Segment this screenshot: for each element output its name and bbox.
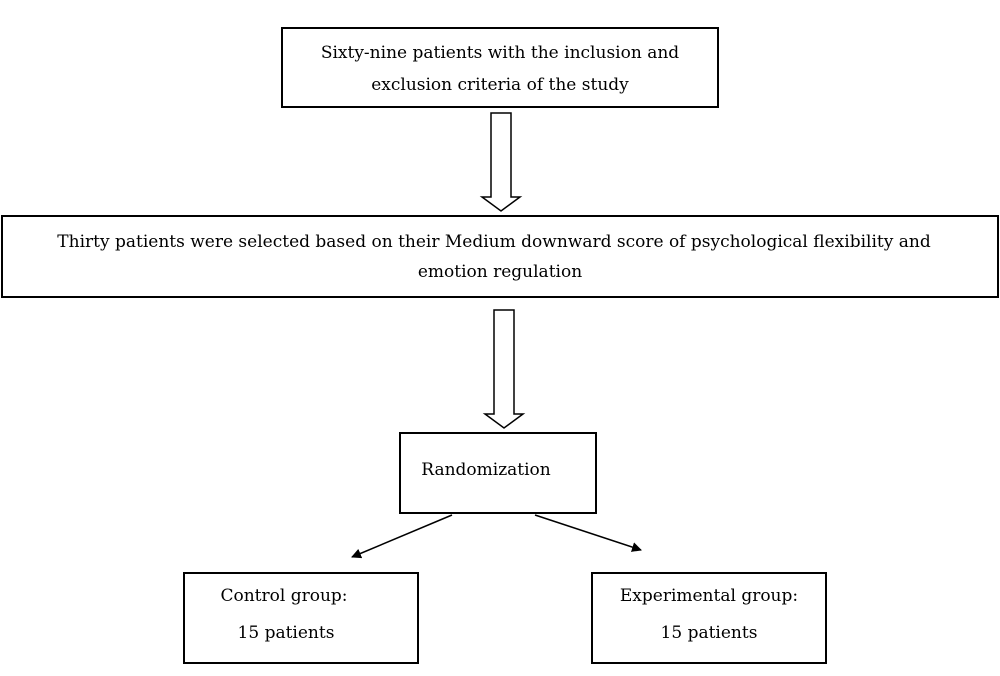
control-group-box-line-2: 15 patients <box>237 623 335 643</box>
randomization-box-label: Randomization <box>421 460 551 480</box>
control-group-box: Control group: 15 patients <box>183 572 419 664</box>
experimental-group-box: Experimental group: 15 patients <box>591 572 827 664</box>
experimental-group-box-line-1: Experimental group: <box>619 586 799 606</box>
hollow-arrow-down-1 <box>479 112 523 212</box>
inclusion-box: Sixty-nine patients with the inclusion a… <box>281 27 719 108</box>
hollow-arrow-down-2 <box>482 309 526 429</box>
selection-box: Thirty patients were selected based on t… <box>1 215 999 298</box>
selection-box-line-2: emotion regulation <box>417 262 583 282</box>
arrow-to-control-group <box>351 514 453 559</box>
inclusion-box-line-2: exclusion criteria of the study <box>371 75 629 95</box>
arrow-to-experimental-group <box>534 514 642 552</box>
randomization-box: Randomization <box>399 432 597 514</box>
experimental-group-box-line-2: 15 patients <box>660 623 758 643</box>
inclusion-box-line-1: Sixty-nine patients with the inclusion a… <box>320 43 680 63</box>
selection-box-line-1: Thirty patients were selected based on t… <box>57 232 931 252</box>
control-group-box-line-1: Control group: <box>220 586 348 606</box>
